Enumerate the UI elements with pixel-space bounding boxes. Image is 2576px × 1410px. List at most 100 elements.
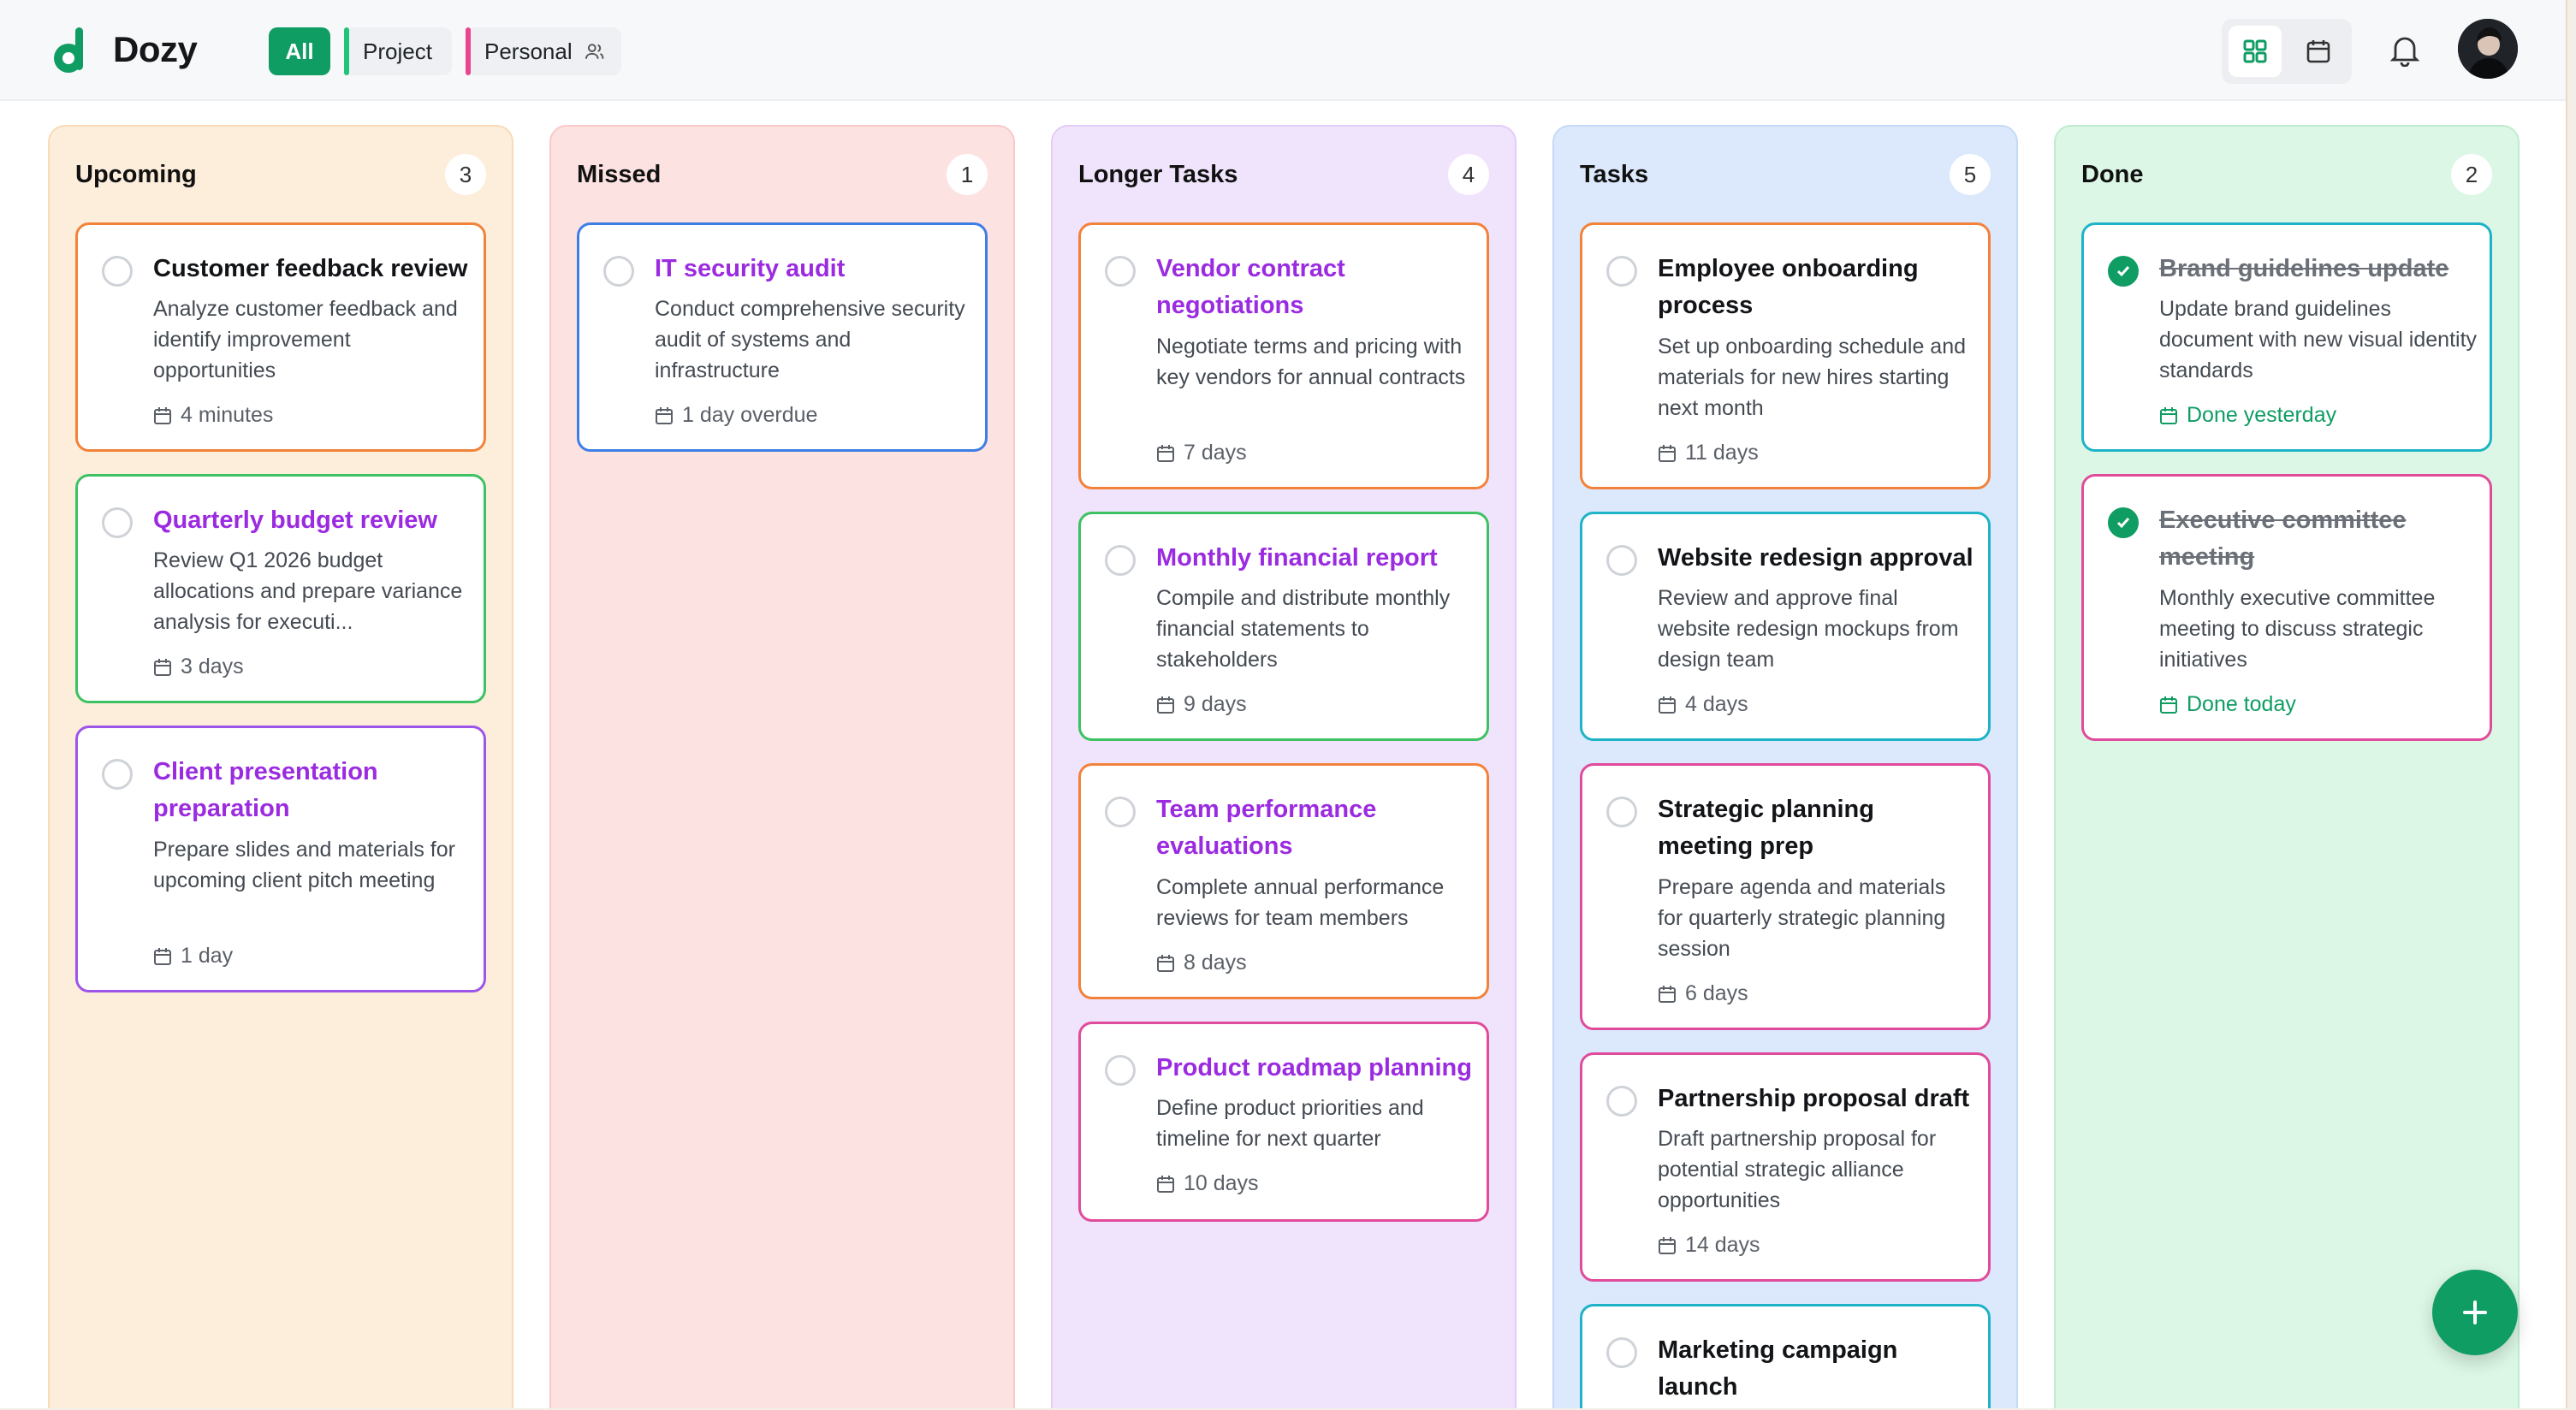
task-card[interactable]: Vendor contract negotiations Negotiate t…: [1078, 222, 1489, 489]
task-due-text: 6 days: [1685, 981, 1748, 1005]
task-card[interactable]: Monthly financial report Compile and dis…: [1078, 512, 1489, 741]
task-due-text: 4 minutes: [181, 403, 274, 427]
task-checkbox[interactable]: [102, 759, 133, 790]
task-completed: Done today: [2159, 692, 2296, 717]
task-checkbox[interactable]: [603, 256, 634, 287]
people-icon: [585, 44, 604, 59]
personal-color-bar: [466, 27, 471, 75]
filter-project-label: Project: [363, 38, 432, 64]
task-checkbox[interactable]: [1105, 256, 1136, 287]
task-due-text: 9 days: [1184, 692, 1247, 716]
task-due: 4 days: [1658, 692, 1748, 717]
calendar-icon: [1659, 1236, 1676, 1254]
task-title: Brand guidelines update: [2159, 255, 2449, 282]
calendar-icon: [1659, 985, 1676, 1003]
task-due: 7 days: [1156, 441, 1247, 465]
avatar[interactable]: [2458, 19, 2518, 79]
calendar-icon: [1157, 954, 1174, 972]
task-title: Vendor contract negotiations: [1156, 255, 1345, 319]
task-description: Conduct comprehensive security audit of …: [655, 297, 965, 382]
column-title: Longer Tasks: [1078, 161, 1238, 188]
column-count-badge: 4: [1448, 154, 1489, 195]
check-icon: [2116, 518, 2130, 529]
task-due-text: 4 days: [1685, 692, 1748, 716]
task-card[interactable]: Brand guidelines update Update brand gui…: [2081, 222, 2492, 452]
task-description: Set up onboarding schedule and materials…: [1658, 335, 1967, 420]
task-checkbox[interactable]: [102, 256, 133, 287]
task-card[interactable]: Marketing campaign launch: [1580, 1304, 1991, 1408]
task-checkbox[interactable]: [1105, 1055, 1136, 1086]
task-checkbox[interactable]: [102, 507, 133, 538]
task-checkbox[interactable]: [1606, 797, 1637, 827]
column-title: Missed: [577, 161, 662, 188]
task-title: Customer feedback review: [153, 255, 468, 282]
task-due: 1 day: [153, 944, 233, 969]
task-card[interactable]: Team performance evaluations Complete an…: [1078, 763, 1489, 999]
calendar-view-button[interactable]: [2292, 26, 2345, 77]
task-due: 11 days: [1658, 441, 1759, 465]
task-title: Executive committee meeting: [2159, 507, 2407, 571]
logo-icon[interactable]: [50, 27, 91, 75]
task-title: IT security audit: [655, 255, 846, 282]
column-count-badge: 1: [947, 154, 988, 195]
task-due-text: 1 day: [181, 944, 234, 968]
task-card[interactable]: Executive committee meeting Monthly exec…: [2081, 474, 2492, 741]
task-description: Review Q1 2026 budget allocations and pr…: [153, 548, 463, 634]
task-checkbox[interactable]: [1606, 1337, 1637, 1368]
add-task-button[interactable]: [2432, 1270, 2518, 1355]
task-card[interactable]: Customer feedback review Analyze custome…: [75, 222, 486, 452]
task-checkbox-checked[interactable]: [2108, 507, 2139, 538]
task-due-text: 11 days: [1685, 441, 1759, 465]
task-description: Negotiate terms and pricing with key ven…: [1156, 335, 1466, 389]
task-card[interactable]: Employee onboarding process Set up onboa…: [1580, 222, 1991, 489]
task-card[interactable]: Partnership proposal draft Draft partner…: [1580, 1052, 1991, 1282]
filter-personal-button[interactable]: Personal: [466, 27, 621, 75]
task-completed: Done yesterday: [2159, 403, 2336, 428]
calendar-icon: [1659, 444, 1676, 462]
notifications-button[interactable]: [2388, 31, 2422, 70]
task-checkbox[interactable]: [1105, 545, 1136, 576]
task-checkbox[interactable]: [1606, 1086, 1637, 1117]
bell-icon: [2390, 37, 2419, 67]
task-checkbox[interactable]: [1606, 256, 1637, 287]
task-title: Partnership proposal draft: [1658, 1085, 1970, 1112]
task-title: Team performance evaluations: [1156, 796, 1377, 860]
task-due-text: 7 days: [1184, 441, 1247, 465]
task-due: 14 days: [1658, 1233, 1760, 1258]
task-due: 4 minutes: [153, 403, 273, 428]
task-due: 6 days: [1658, 981, 1748, 1006]
column-done: Done 2 Brand guidelines update Update br…: [2054, 125, 2520, 1408]
task-checkbox[interactable]: [1105, 797, 1136, 827]
calendar-icon: [1659, 696, 1676, 714]
filter-all-button[interactable]: All: [269, 27, 330, 75]
task-card[interactable]: Strategic planning meeting prep Prepare …: [1580, 763, 1991, 1030]
task-card[interactable]: IT security audit Conduct comprehensive …: [577, 222, 988, 452]
task-title: Client presentation preparation: [153, 758, 378, 822]
task-due: 1 day overdue: [655, 403, 817, 428]
calendar-icon: [154, 947, 171, 965]
column-count-badge: 5: [1950, 154, 1991, 195]
task-due: 10 days: [1156, 1171, 1259, 1196]
task-title: Monthly financial report: [1156, 544, 1438, 572]
task-card[interactable]: Quarterly budget review Review Q1 2026 b…: [75, 474, 486, 703]
task-card[interactable]: Product roadmap planning Define product …: [1078, 1022, 1489, 1222]
calendar-view-icon: [2306, 40, 2330, 63]
grid-view-button[interactable]: [2229, 26, 2282, 77]
project-color-bar: [344, 27, 349, 75]
task-title: Strategic planning meeting prep: [1658, 796, 1874, 860]
task-due: 8 days: [1156, 951, 1247, 975]
task-checkbox[interactable]: [1606, 545, 1637, 576]
filter-personal-label: Personal: [484, 38, 573, 64]
plus-icon: [2463, 1300, 2487, 1324]
calendar-icon: [1157, 444, 1174, 462]
task-card[interactable]: Client presentation preparation Prepare …: [75, 726, 486, 992]
task-due-text: 1 day overdue: [682, 403, 818, 427]
task-checkbox-checked[interactable]: [2108, 256, 2139, 287]
task-description: Draft partnership proposal for potential…: [1658, 1127, 1937, 1212]
filter-project-button[interactable]: Project: [344, 27, 452, 75]
task-due: 3 days: [153, 655, 244, 679]
task-completed-text: Done today: [2187, 692, 2296, 716]
calendar-icon: [1157, 1175, 1174, 1193]
task-card[interactable]: Website redesign approval Review and app…: [1580, 512, 1991, 741]
brand-name: Dozy: [113, 29, 198, 69]
